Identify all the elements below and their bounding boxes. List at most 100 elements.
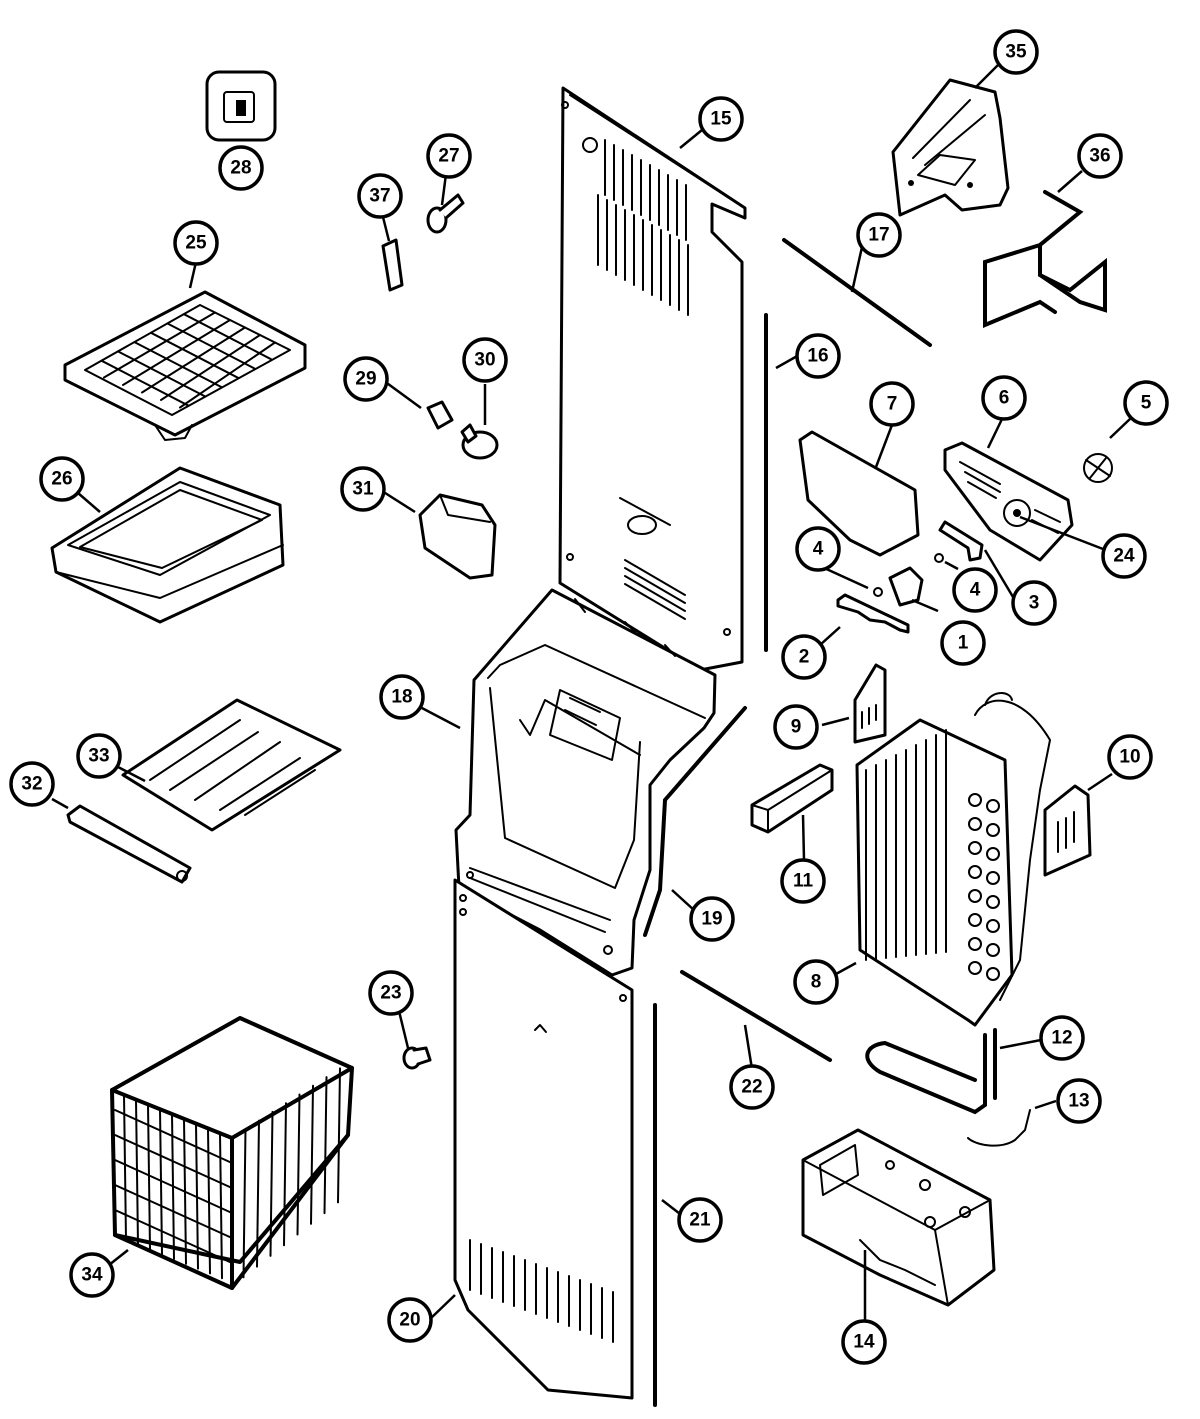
callout-19-label: 19 xyxy=(701,909,722,930)
callout-27-label: 27 xyxy=(438,146,459,167)
callout-8: 8 xyxy=(793,959,839,1005)
part-36-wire-frame xyxy=(983,190,1107,329)
callout-5-label: 5 xyxy=(1141,393,1152,414)
part-14-drain-pan xyxy=(801,1128,996,1307)
callout-26: 26 xyxy=(39,456,85,502)
part-18-evaporator-cover xyxy=(454,588,717,977)
callout-7: 7 xyxy=(869,381,915,427)
part-17-trim-strip xyxy=(782,238,932,347)
callout-32: 32 xyxy=(9,761,55,807)
callout-16: 16 xyxy=(795,333,841,379)
callout-30-label: 30 xyxy=(474,350,495,371)
callout-21: 21 xyxy=(677,1197,723,1243)
callout-7-label: 7 xyxy=(887,394,898,415)
part-2-bracket xyxy=(836,593,910,634)
callout-12: 12 xyxy=(1039,1015,1085,1061)
part-25-ice-tray xyxy=(63,290,307,441)
callout-31: 31 xyxy=(340,466,386,512)
callout-18: 18 xyxy=(379,674,425,720)
callout-26-label: 26 xyxy=(51,469,72,490)
callout-17-label: 17 xyxy=(868,225,889,246)
callout-3: 3 xyxy=(1011,580,1057,626)
callout-6: 6 xyxy=(981,375,1027,421)
callout-35: 35 xyxy=(993,29,1039,75)
callout-34: 34 xyxy=(69,1252,115,1298)
callout-9-label: 9 xyxy=(791,717,802,738)
callout-29: 29 xyxy=(343,356,389,402)
callout-28: 28 xyxy=(218,145,264,191)
callout-5: 5 xyxy=(1123,380,1169,426)
part-31-light-cover xyxy=(418,493,497,580)
part-28-switch xyxy=(205,70,277,142)
callout-21-label: 21 xyxy=(689,1210,711,1231)
callout-11: 11 xyxy=(780,858,826,904)
part-19-trim-strip xyxy=(643,706,747,937)
part-15-upper-panel xyxy=(558,86,747,672)
callout-15-label: 15 xyxy=(710,109,732,130)
part-11-foam-block xyxy=(750,763,834,834)
callout-22-label: 22 xyxy=(741,1077,762,1098)
part-3-bracket xyxy=(938,520,984,562)
part-1-thermostat xyxy=(888,566,924,607)
callout-6-label: 6 xyxy=(999,388,1010,409)
callout-14: 14 xyxy=(841,1319,887,1365)
callout-2-label: 2 xyxy=(799,647,810,668)
part-35-bracket xyxy=(891,78,1010,217)
part-6-fan-shroud xyxy=(943,441,1074,562)
part-37-pin xyxy=(381,238,404,292)
callout-16-label: 16 xyxy=(807,346,828,367)
part-32-shelf-trim xyxy=(66,804,192,884)
callout-33-label: 33 xyxy=(88,746,109,767)
callout-15: 15 xyxy=(698,96,744,142)
callout-20-label: 20 xyxy=(399,1310,420,1331)
part-34-wire-basket xyxy=(110,1016,354,1290)
callout-25-label: 25 xyxy=(185,233,207,254)
callout-24-label: 24 xyxy=(1113,546,1135,567)
part-13-wire xyxy=(967,1109,1031,1147)
callout-1: 1 xyxy=(940,620,986,666)
callout-24: 24 xyxy=(1101,533,1147,579)
callout-37: 37 xyxy=(357,173,403,219)
callout-20: 20 xyxy=(387,1297,433,1343)
callout-4-left: 4 xyxy=(795,526,841,572)
callout-13-label: 13 xyxy=(1068,1091,1089,1112)
callout-34-label: 34 xyxy=(81,1265,103,1286)
part-9-bracket xyxy=(853,663,887,744)
callout-30: 30 xyxy=(462,337,508,383)
part-7-gasket xyxy=(798,430,920,557)
callout-28-label: 28 xyxy=(230,158,251,179)
callout-4-right-label: 4 xyxy=(970,580,981,601)
callout-3-label: 3 xyxy=(1029,593,1040,614)
callout-4-left-label: 4 xyxy=(813,539,824,560)
part-10-bracket xyxy=(1043,784,1092,877)
callout-11-label: 11 xyxy=(793,871,814,892)
part-22-trim-strip xyxy=(680,970,832,1062)
callout-10: 10 xyxy=(1107,734,1153,780)
part-27-bumper xyxy=(426,193,465,234)
part-29-socket xyxy=(426,400,454,430)
part-4-screw xyxy=(873,553,944,597)
callout-9: 9 xyxy=(773,704,819,750)
callout-18-label: 18 xyxy=(391,687,412,708)
part-8-evaporator xyxy=(855,692,1051,1027)
callout-29-label: 29 xyxy=(355,369,376,390)
callout-36: 36 xyxy=(1077,133,1123,179)
part-30-light-bulb xyxy=(460,423,499,460)
callout-2: 2 xyxy=(781,634,827,680)
callout-14-label: 14 xyxy=(853,1332,875,1353)
callout-13: 13 xyxy=(1056,1078,1102,1124)
callout-10-label: 10 xyxy=(1119,747,1140,768)
callout-22: 22 xyxy=(729,1064,775,1110)
callout-36-label: 36 xyxy=(1089,146,1110,167)
callout-1-label: 1 xyxy=(958,633,969,654)
callout-37-label: 37 xyxy=(369,186,390,207)
callout-23: 23 xyxy=(368,970,414,1016)
callout-17: 17 xyxy=(856,212,902,258)
callout-19: 19 xyxy=(689,896,735,942)
callout-8-label: 8 xyxy=(811,972,822,993)
part-5-fan-blade xyxy=(1083,453,1113,483)
callout-32-label: 32 xyxy=(21,774,42,795)
callout-12-label: 12 xyxy=(1051,1028,1072,1049)
callout-33: 33 xyxy=(76,733,122,779)
